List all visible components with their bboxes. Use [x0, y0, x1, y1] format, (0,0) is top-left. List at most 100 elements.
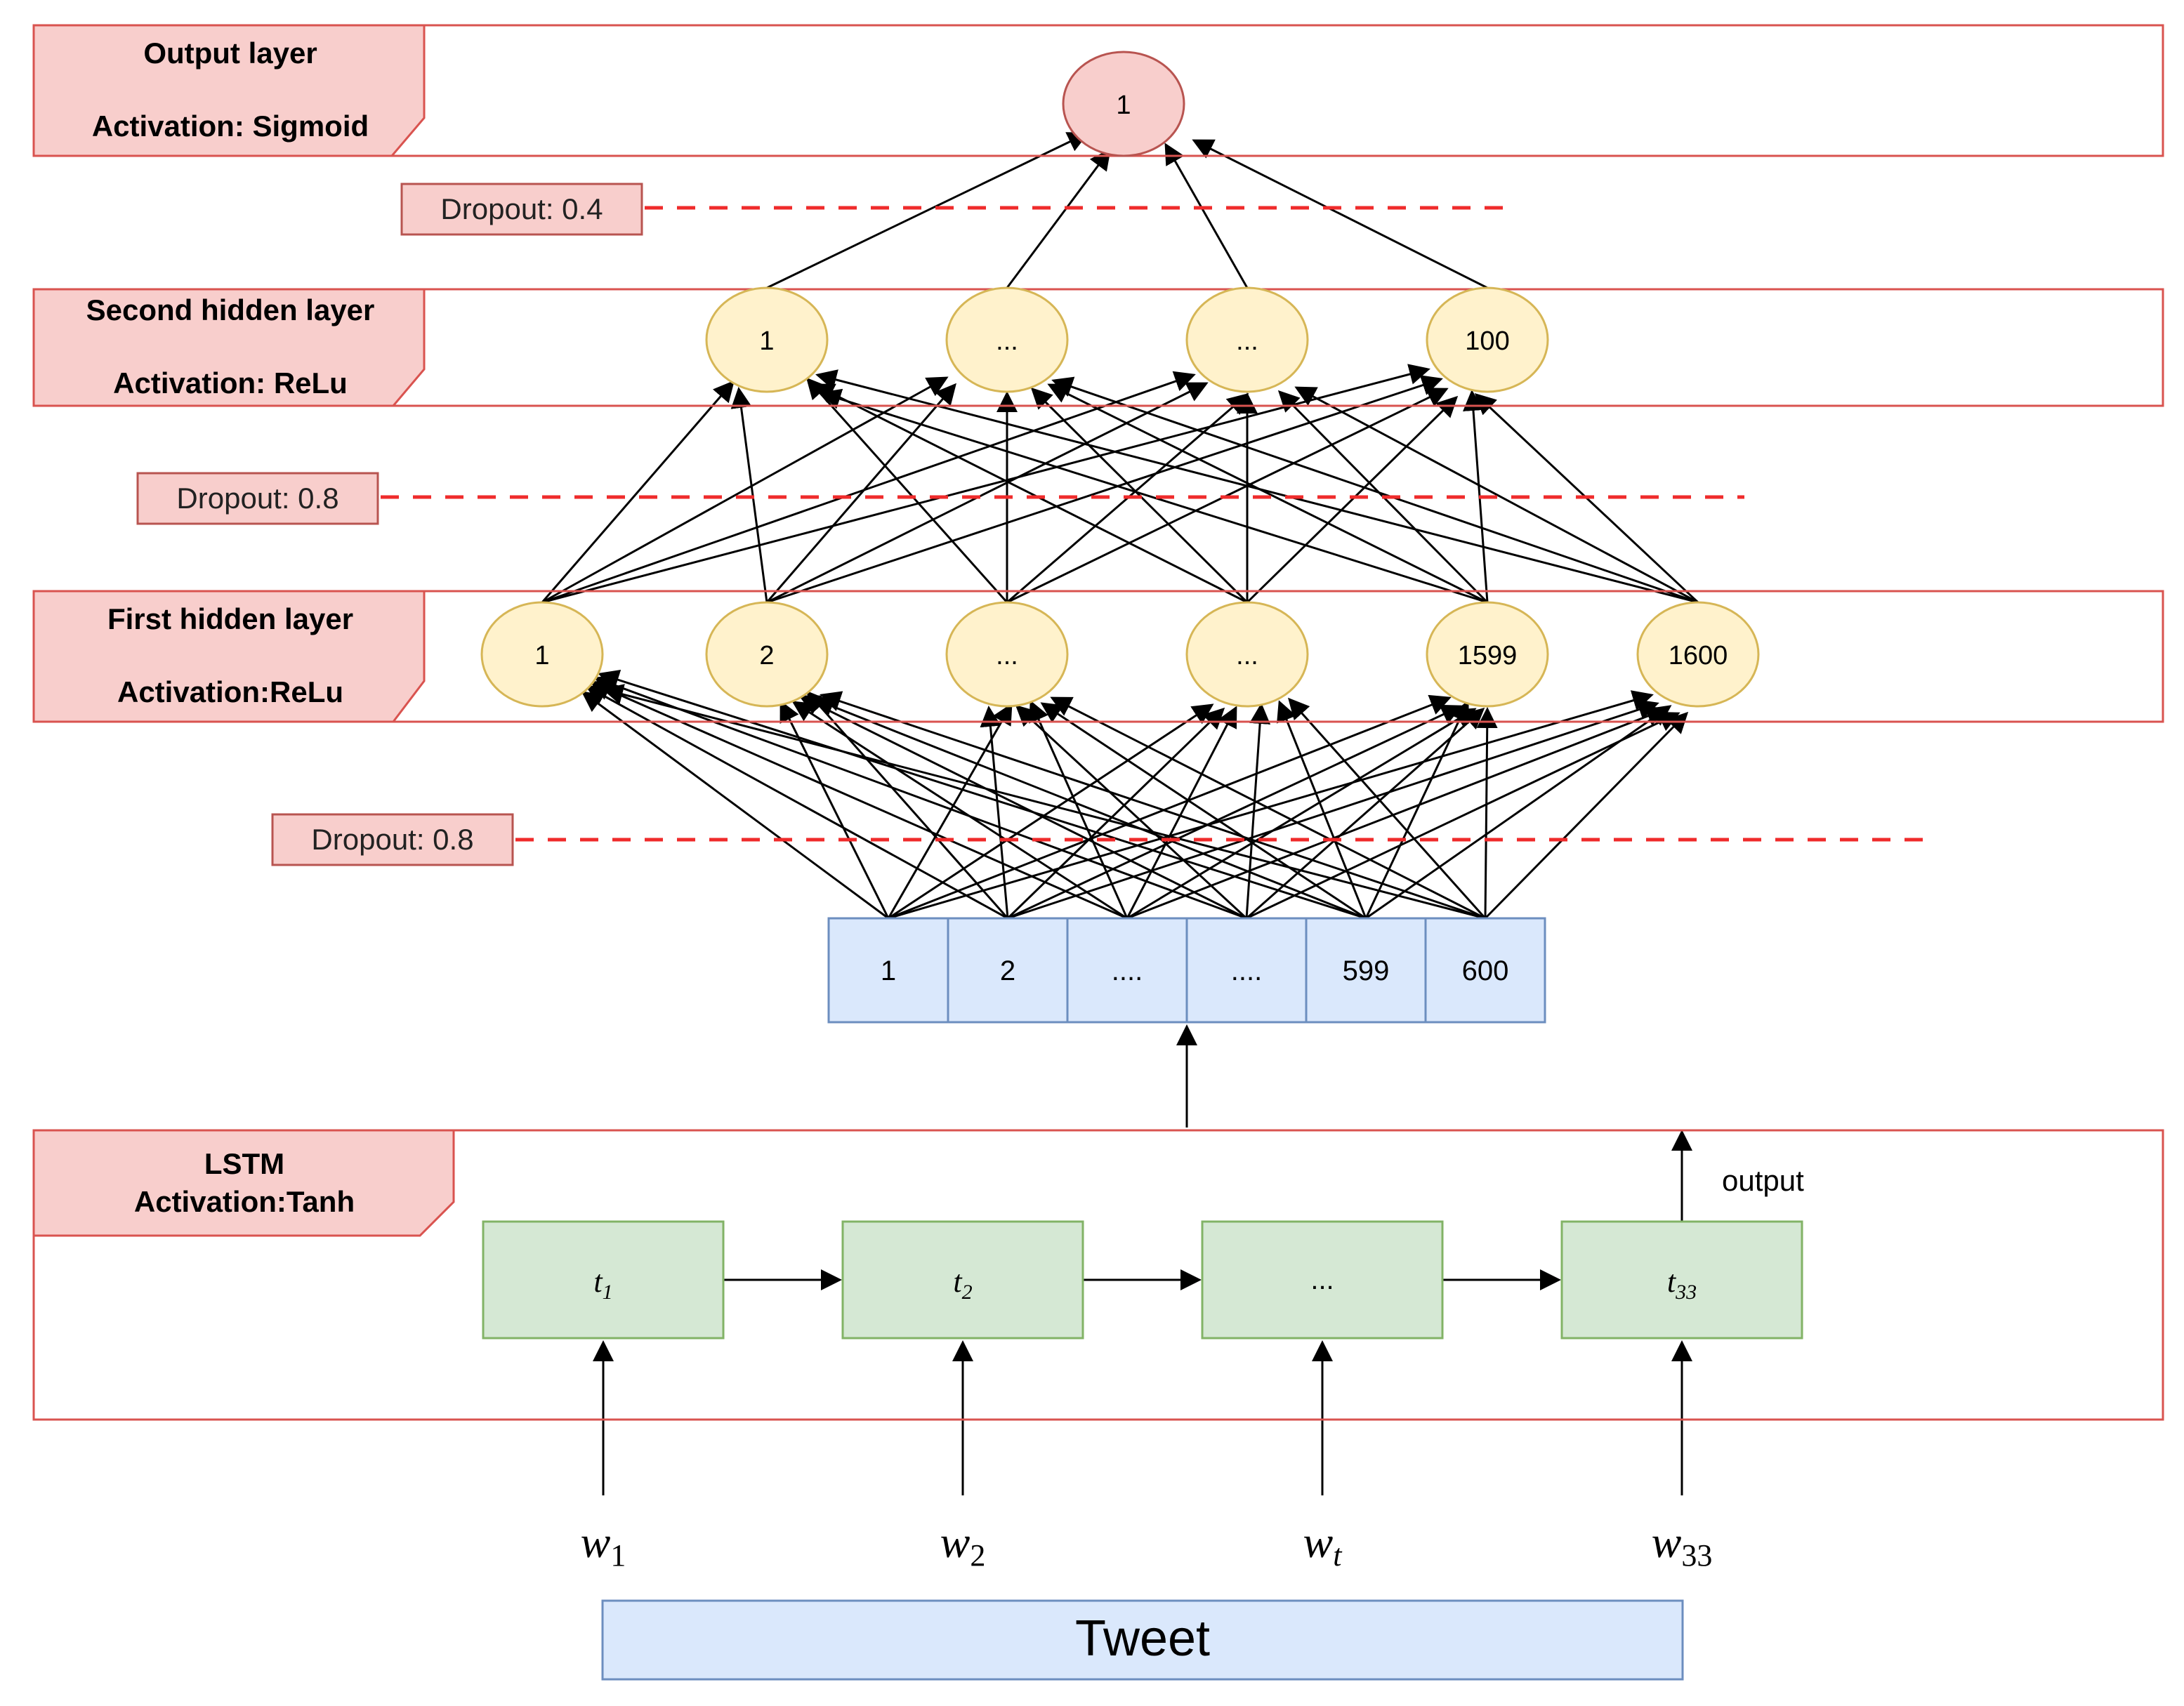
edge-h2-to-output: [766, 132, 1089, 289]
node-label: ...: [1236, 641, 1258, 670]
first-hidden-layer-activation: Activation:ReLu: [117, 675, 343, 708]
lstm-cell-label-subscript: 1: [603, 1281, 613, 1304]
lstm-cell-label-subscript: 2: [962, 1281, 973, 1304]
first-hidden-layer-title: First hidden layer: [107, 602, 353, 635]
node-shape: [1185, 601, 1309, 708]
node-shape: [1426, 601, 1549, 708]
connection-arrows: [541, 132, 1699, 1495]
lstm-output-label: output: [1722, 1164, 1804, 1197]
input-cell: ....: [1066, 917, 1188, 1024]
lstm-cell-label-subscript: 33: [1675, 1281, 1697, 1304]
lstm-cell-label-base: t: [1667, 1264, 1677, 1299]
second-hidden-layer-title: Second hidden layer: [86, 293, 375, 326]
edge-input-to-h1: [1126, 708, 1477, 920]
node-label: 100: [1465, 326, 1509, 356]
node-label: 1600: [1669, 641, 1728, 670]
lstm-cell-shape: [841, 1220, 1084, 1340]
node-label: 1599: [1458, 641, 1518, 670]
lstm-cell-label: ...: [1310, 1264, 1334, 1295]
dropout-label-box: [136, 472, 379, 525]
input-cell-label: ....: [1231, 956, 1262, 986]
edge-input-to-h1: [1040, 702, 1367, 920]
node-shape: [705, 601, 829, 708]
lstm-cell-shape: [482, 1220, 725, 1340]
lstm-cell-shape: [1560, 1220, 1803, 1340]
first-hidden-node: 1: [480, 601, 604, 708]
edge-input-to-h1: [779, 700, 890, 919]
tweet-box: [601, 1599, 1684, 1681]
lstm-cell: t33: [1560, 1220, 1803, 1340]
lstm-cell: t2: [841, 1220, 1084, 1340]
edge-h1-to-h2: [820, 388, 1488, 604]
edge-input-to-h1: [806, 690, 1009, 919]
input-cell: ....: [1185, 917, 1308, 1024]
lstm-cell-label: t1: [593, 1264, 612, 1304]
edge-input-to-h1: [585, 685, 1008, 920]
input-cell-shape: [1185, 917, 1308, 1024]
node-label: ...: [996, 641, 1018, 670]
output-layer-activation: Activation: Sigmoid: [92, 110, 369, 143]
lstm-title: LSTM: [204, 1147, 284, 1180]
edge-input-to-h1: [1364, 700, 1470, 919]
edge-input-to-h1: [1007, 704, 1463, 920]
edge-h1-to-h2: [813, 383, 1248, 604]
word-label-subscript: 33: [1681, 1538, 1712, 1573]
edge-h1-to-h2: [815, 369, 1699, 604]
node-label: 1: [534, 641, 549, 670]
edge-h1-to-h2: [541, 364, 1430, 604]
edge-input-to-h1: [593, 675, 1247, 920]
node-shape: [945, 286, 1069, 393]
input-cell-shape: [1305, 917, 1427, 1024]
edge-h1-to-h2: [1246, 395, 1459, 604]
edge-input-to-h1: [1288, 697, 1487, 919]
word-label-subscript: 2: [970, 1538, 985, 1573]
first-hidden-layer-band: First hidden layer Activation:ReLu: [32, 590, 2164, 723]
dropout-label: Dropout: 0.8: [311, 823, 473, 856]
tweet-label: Tweet: [1075, 1611, 1210, 1667]
input-cell-shape: [1066, 917, 1188, 1024]
lstm-cell-shape: [1201, 1220, 1444, 1340]
output-layer-band: Output layer Activation: Sigmoid: [32, 24, 2164, 157]
edge-input-to-h1: [1277, 700, 1367, 919]
edge-h1-to-h2: [806, 377, 1008, 603]
edge-input-to-h1: [602, 684, 1486, 920]
word-label: w2: [940, 1517, 986, 1573]
word-label-base: w: [581, 1517, 611, 1567]
word-label-subscript: 1: [610, 1538, 626, 1573]
dropout-label: Dropout: 0.4: [440, 192, 603, 225]
word-label: wt: [1303, 1517, 1343, 1573]
edge-input-to-h1: [1050, 696, 1486, 920]
input-cell: 1: [827, 917, 949, 1024]
node-label: 2: [759, 641, 774, 670]
edge-input-to-h1: [820, 691, 1486, 920]
edge-input-to-h1: [791, 701, 1128, 920]
word-label: w33: [1652, 1517, 1713, 1573]
edge-h2-to-output: [1192, 139, 1488, 289]
second-hidden-layer-tag: [32, 288, 426, 407]
edge-h1-to-h2: [541, 380, 735, 603]
word-label-subscript: t: [1333, 1538, 1343, 1573]
dropout-1: Dropout: 0.8: [136, 472, 1744, 525]
node-label: ...: [996, 326, 1018, 356]
input-cell-label: 599: [1343, 956, 1390, 986]
word-label: w1: [581, 1517, 626, 1573]
input-cell-label: 600: [1462, 956, 1509, 986]
output-node-label: 1: [1116, 91, 1131, 120]
second-hidden-node: ...: [945, 286, 1069, 393]
dropout-label-box: [400, 183, 643, 236]
edge-input-to-h1: [581, 691, 889, 920]
word-label-base: w: [1303, 1517, 1334, 1567]
lstm-cell: t1: [482, 1220, 725, 1340]
dropout-label-box: [271, 813, 514, 866]
input-cell: 600: [1424, 917, 1546, 1024]
edge-h1-to-h2: [1047, 383, 1488, 604]
input-cell-shape: [1424, 917, 1546, 1024]
lstm-band: LSTM Activation:Tanh: [32, 1129, 2164, 1421]
first-hidden-node: 1599: [1426, 601, 1549, 708]
input-cell: 2: [947, 917, 1069, 1024]
edge-h2-to-output: [1164, 143, 1249, 289]
edge-input-to-h1: [1484, 711, 1689, 920]
input-vector: 1 2 .... .... 599 600: [827, 917, 1546, 1024]
second-hidden-layer-activation: Activation: ReLu: [113, 366, 348, 399]
edge-input-to-h1: [1006, 707, 1225, 920]
